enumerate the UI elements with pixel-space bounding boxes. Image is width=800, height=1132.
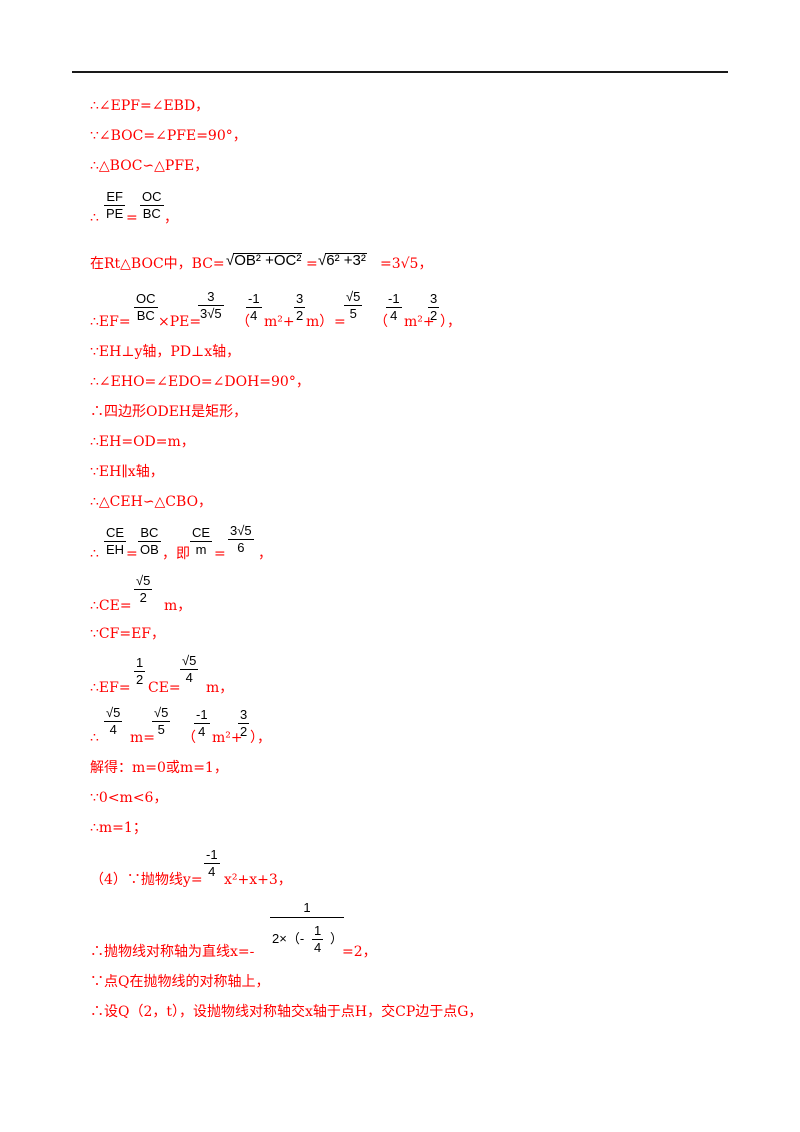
equals-sign-5: = (214, 546, 226, 562)
proof-line-5: 在Rt△BOC中，BC= (90, 256, 225, 272)
equals-sign: = (126, 210, 138, 226)
m-eq: m= (130, 730, 156, 746)
header-rule (72, 71, 728, 73)
comma: ， (164, 210, 178, 226)
m-close-comma: ）， (440, 314, 461, 330)
paren-open: （ (236, 314, 250, 330)
proof-line-9: ∴四边形ODEH是矩形， (90, 404, 248, 420)
ce-eq: CE= (148, 680, 181, 696)
m-comma: m， (164, 598, 192, 614)
proof-line-13: ∴ (90, 546, 99, 562)
axis-fraction-bar (270, 917, 344, 918)
axis-fraction-num: 1 (303, 900, 311, 915)
proof-line-19: ∵0<m<6， (90, 790, 168, 806)
m-close-comma-2: ）， (250, 730, 271, 746)
proof-line-7: ∵EH⊥y轴，PD⊥x轴， (90, 344, 241, 360)
proof-line-1: ∴∠EPF=∠EBD， (90, 98, 210, 114)
proof-line-2: ∵∠BOC=∠PFE=90°， (90, 128, 247, 144)
proof-line-18: 解得：m=0或m=1， (90, 760, 228, 776)
comma-2: ， (258, 546, 272, 562)
proof-line-6: ∴EF= (90, 314, 131, 330)
m-squared-plus-2: m²+ (404, 314, 435, 330)
proof-line-22: ∴抛物线对称轴为直线x=- (90, 944, 255, 960)
proof-line-20: ∴m=1； (90, 820, 147, 836)
proof-line-4: ∴ (90, 210, 99, 226)
m-comma-2: m， (206, 680, 234, 696)
proof-line-10: ∴EH=OD=m， (90, 434, 195, 450)
proof-line-16: ∴EF= (90, 680, 131, 696)
proof-line-15: ∵CF=EF， (90, 626, 165, 642)
proof-line-3: ∴△BOC∽△PFE， (90, 158, 209, 174)
sqrt-6-3: √6² +3² (318, 252, 367, 269)
m-squared-plus: m²+ (264, 314, 295, 330)
result-3sqrt5: =3√5， (380, 256, 433, 272)
axis-fraction-den: 2×（- (272, 931, 305, 946)
x-squared-tail: x²+x+3， (224, 872, 292, 888)
equals-sign-4: = (126, 546, 138, 562)
equals-sign-2: = (306, 256, 318, 272)
proof-line-21: （4）∵抛物线y= (90, 872, 203, 888)
m-squared-plus-3: m²+ (212, 730, 243, 746)
proof-line-23: ∵点Q在抛物线的对称轴上， (90, 974, 270, 990)
eq-2: =2， (342, 944, 377, 960)
equals-sign-3: = (334, 314, 346, 330)
proof-line-14: ∴CE= (90, 598, 132, 614)
jimi: ，即 (162, 546, 190, 562)
paren-open-3: （ (182, 730, 196, 746)
proof-line-12: ∴△CEH∽△CBO， (90, 494, 213, 510)
paren-open-2: （ (374, 314, 388, 330)
proof-line-24: ∴设Q（2，t），设抛物线对称轴交x轴于点H，交CP边于点G， (90, 1004, 483, 1020)
proof-line-17: ∴ (90, 730, 99, 746)
sqrt-ob-oc: √OB² +OC² (226, 252, 303, 269)
times-pe: ×PE= (158, 314, 202, 330)
m-close: m） (306, 314, 334, 330)
proof-line-8: ∴∠EHO=∠EDO=∠DOH=90°， (90, 374, 310, 390)
proof-line-11: ∵EH∥x轴， (90, 464, 164, 480)
axis-close-paren: ） (330, 931, 344, 946)
